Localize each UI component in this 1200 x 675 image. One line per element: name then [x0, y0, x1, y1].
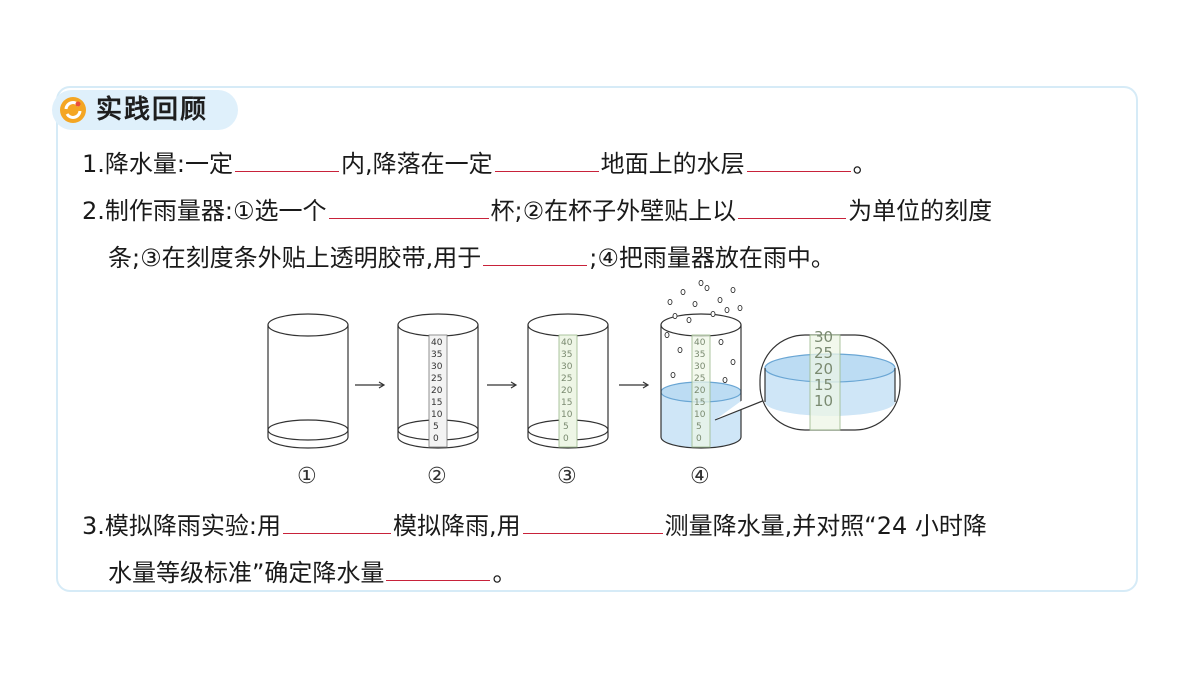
cup-4	[660, 313, 742, 449]
question-3-continued: 水量等级标准”确定降水量 。	[108, 557, 516, 589]
cup-1	[267, 313, 349, 449]
text-segment: 模拟降雨实验:用	[104, 512, 281, 540]
text-segment: 。	[492, 559, 517, 587]
tick-label: 40	[561, 338, 573, 348]
tick-label: 25	[814, 344, 833, 362]
tick-label: 30	[431, 362, 443, 372]
text-segment: ;④把雨量器放在雨中。	[589, 244, 835, 272]
tick-label: 0	[696, 434, 702, 444]
tick-label: 15	[431, 398, 442, 408]
answer-blank[interactable]	[483, 243, 588, 266]
scale-zoom: 30 25 20 15 10	[814, 328, 833, 410]
scale-cup-4: 40 35 30 25 20 15 10 5 0	[694, 338, 706, 444]
tick-label: 10	[814, 392, 833, 410]
tick-label: 20	[561, 386, 573, 396]
text-segment: 内,降落在一定	[341, 150, 493, 178]
tick-label: 35	[561, 350, 572, 360]
question-3: 3.模拟降雨实验:用 模拟降雨,用 测量降水量,并对照“24 小时降	[82, 510, 987, 542]
raindrops	[664, 280, 743, 384]
answer-blank[interactable]	[386, 558, 491, 581]
text-segment: 。	[852, 150, 877, 178]
scale-cup-2: 40 35 30 25 20 15 10 5 0	[431, 338, 443, 444]
zoom-detail	[714, 334, 901, 431]
tick-label: 35	[431, 350, 442, 360]
tick-label: 20	[814, 360, 833, 378]
cup-3	[527, 313, 609, 449]
tick-label: 30	[561, 362, 573, 372]
answer-blank[interactable]	[283, 511, 391, 534]
text-segment: 制作雨量器:①选一个	[104, 197, 327, 225]
section-badge: 实践回顾	[52, 90, 238, 130]
cup-2	[397, 313, 479, 449]
text-segment: 地面上的水层	[600, 150, 745, 178]
tick-label: 0	[433, 434, 439, 444]
text-segment: 模拟降雨,用	[393, 512, 521, 540]
tick-label: 15	[694, 398, 705, 408]
answer-blank[interactable]	[494, 149, 599, 172]
answer-blank[interactable]	[522, 511, 663, 534]
answer-blank[interactable]	[328, 196, 489, 219]
tick-label: 25	[431, 374, 442, 384]
text-segment: 水量等级标准”确定降水量	[108, 559, 385, 587]
question-number: 1.	[82, 150, 105, 178]
tick-label: 40	[431, 338, 443, 348]
scale-cup-3: 40 35 30 25 20 15 10 5 0	[561, 338, 573, 444]
question-2: 2.制作雨量器:①选一个 杯;②在杯子外壁贴上以 为单位的刻度	[82, 195, 992, 227]
tick-label: 15	[561, 398, 572, 408]
rain-gauge-figure: 40 35 30 25 20 15 10 5 0 40 35 30 25 20 …	[267, 280, 901, 489]
question-number: 2.	[82, 197, 105, 225]
tick-label: 30	[694, 362, 706, 372]
text-segment: 条;③在刻度条外贴上透明胶带,用于	[108, 244, 482, 272]
step-label: ④	[690, 464, 710, 489]
answer-blank[interactable]	[746, 149, 851, 172]
question-number: 3.	[82, 512, 105, 540]
tick-label: 10	[561, 410, 573, 420]
tick-label: 5	[433, 422, 439, 432]
tick-label: 20	[431, 386, 443, 396]
tick-label: 25	[561, 374, 572, 384]
step-label: ①	[297, 464, 317, 489]
answer-blank[interactable]	[235, 149, 339, 172]
tick-label: 25	[694, 374, 705, 384]
text-segment: 测量降水量,并对照“24 小时降	[664, 512, 987, 540]
exercise-panel	[56, 86, 1138, 592]
question-1: 1.降水量:一定 内,降落在一定 地面上的水层 。	[82, 148, 877, 180]
tick-label: 40	[694, 338, 706, 348]
answer-blank[interactable]	[738, 196, 847, 219]
step-labels: ① ② ③ ④	[297, 464, 710, 489]
text-segment: 为单位的刻度	[848, 197, 993, 225]
section-title: 实践回顾	[96, 95, 209, 125]
question-2-continued: 条;③在刻度条外贴上透明胶带,用于 ;④把雨量器放在雨中。	[108, 242, 835, 274]
tick-label: 35	[694, 350, 705, 360]
step-label: ②	[427, 464, 447, 489]
tick-label: 20	[694, 386, 706, 396]
tick-label: 5	[563, 422, 569, 432]
step-label: ③	[557, 464, 577, 489]
text-segment: 杯;②在杯子外壁贴上以	[490, 197, 737, 225]
tick-label: 15	[814, 376, 833, 394]
tick-label: 30	[814, 328, 833, 346]
tick-label: 0	[563, 434, 569, 444]
review-icon	[60, 97, 86, 123]
tick-label: 5	[696, 422, 702, 432]
tick-label: 10	[431, 410, 443, 420]
text-segment: 降水量:一定	[104, 150, 233, 178]
tick-label: 10	[694, 410, 706, 420]
